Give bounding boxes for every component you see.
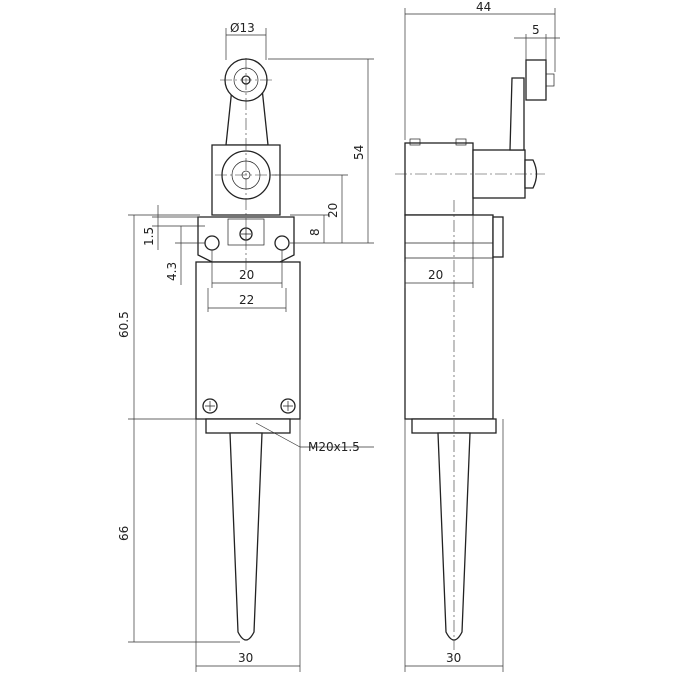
- dim-side-width: 30: [446, 651, 461, 665]
- dim-overall-depth: 44: [476, 0, 491, 14]
- dim-gland-length: 66: [117, 526, 131, 541]
- side-dimensions: 44 5 20 30: [404, 0, 560, 672]
- dim-body-height: 60.5: [117, 311, 131, 338]
- front-dimensions: Ø13 54 20 8 1.5 4.3 20 22: [117, 21, 374, 672]
- body-screw-right-slot: [283, 401, 293, 411]
- body-screw-right: [280, 398, 296, 414]
- side-head: [404, 142, 474, 216]
- dim-thread: M20x1.5: [308, 440, 360, 454]
- side-view: [395, 59, 555, 650]
- dim-roller-diameter: Ø13: [230, 21, 255, 35]
- dim-pivot-height: 20: [326, 203, 340, 218]
- side-cap-right: [455, 138, 467, 146]
- body-screw-left-slot: [205, 401, 215, 411]
- cable-gland: [229, 432, 263, 641]
- side-lever: [509, 77, 525, 151]
- dim-offset-1-5: 1.5: [142, 227, 156, 246]
- dim-front-width: 30: [238, 651, 253, 665]
- body-screw-left: [202, 398, 218, 414]
- side-roller: [525, 59, 547, 101]
- dim-side-20: 20: [428, 268, 443, 282]
- dim-lever-height: 54: [352, 145, 366, 160]
- front-view: [195, 58, 301, 641]
- side-body: [404, 214, 494, 420]
- side-body-step: [492, 216, 504, 258]
- dim-offset-8: 8: [308, 228, 322, 236]
- dim-offset-4-3: 4.3: [165, 262, 179, 281]
- dim-body-width-22: 22: [239, 293, 254, 307]
- dim-hole-spacing-20: 20: [239, 268, 254, 282]
- switch-body: [195, 261, 301, 420]
- side-cap-left: [409, 138, 421, 146]
- dim-roller-offset: 5: [532, 23, 540, 37]
- gland-nut: [205, 418, 291, 434]
- side-roller-axle: [545, 73, 555, 87]
